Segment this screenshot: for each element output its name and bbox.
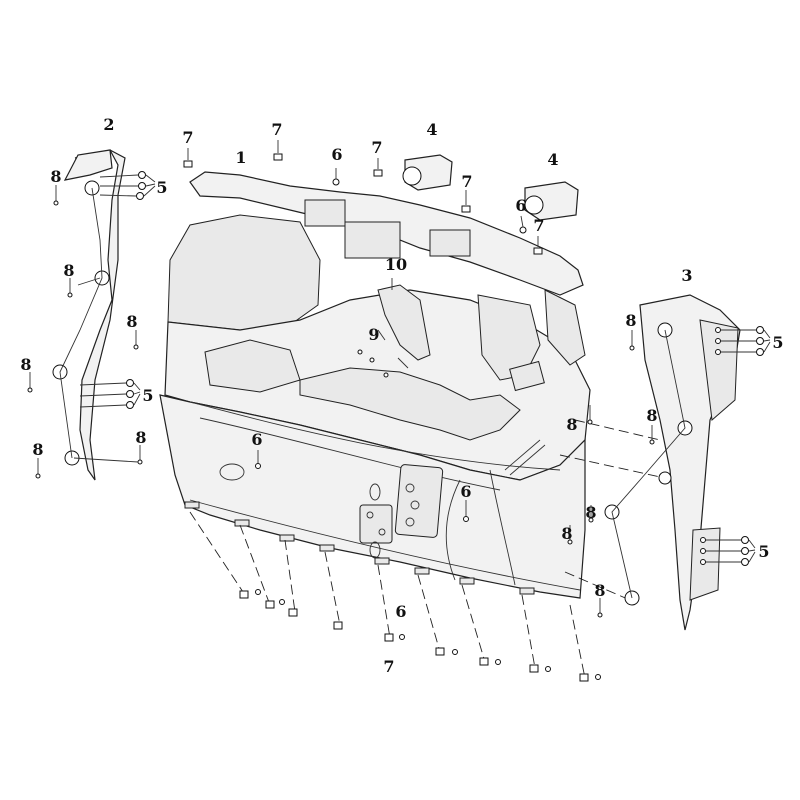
callout-2: 2 [103,115,114,134]
callout-7: 7 [182,128,193,147]
callout-8: 8 [566,415,577,434]
right-bracket [604,294,741,631]
callout-8: 8 [126,312,137,331]
callout-7: 7 [533,216,544,235]
callout-8: 8 [594,581,605,600]
callout-9: 9 [368,325,379,344]
callout-8: 8 [20,355,31,374]
center-bracket [377,278,431,369]
screws-right-lower [700,536,756,566]
vent-upper-right [524,181,579,221]
callout-8: 8 [63,261,74,280]
callout-7: 7 [271,120,282,139]
callout-1: 1 [235,148,246,167]
callout-4: 4 [426,120,437,139]
callout-5: 5 [758,542,769,561]
fastener-guide-lines [189,419,666,679]
callout-7: 7 [461,172,472,191]
loose-screws [27,185,655,618]
callout-5: 5 [772,333,783,352]
vent-upper-center [402,154,453,191]
callout-6: 6 [515,196,526,215]
screws-left-upper [99,171,156,200]
callout-5: 5 [142,386,153,405]
callout-8: 8 [50,167,61,186]
callout-3: 3 [681,266,692,285]
callout-labels: 1 2 3 4 4 5 5 5 5 6 6 6 6 6 7 7 7 7 7 7 … [20,115,783,676]
callout-8: 8 [625,311,636,330]
screws-right-upper [715,326,771,356]
callout-4: 4 [547,150,558,169]
callout-8: 8 [561,524,572,543]
main-panel [159,171,591,599]
callout-8: 8 [135,428,146,447]
left-bracket [52,149,126,481]
clips-bottom [239,589,601,682]
clips-top [183,140,543,255]
screws-left-lower [79,379,141,409]
callout-8: 8 [32,440,43,459]
callout-8: 8 [585,503,596,522]
callout-10: 10 [385,255,407,274]
callout-8: 8 [646,406,657,425]
callout-6: 6 [460,482,471,501]
callout-6: 6 [395,602,406,621]
callout-5: 5 [156,178,167,197]
callout-6: 6 [331,145,342,164]
callout-7: 7 [383,657,394,676]
callout-7: 7 [371,138,382,157]
callout-6: 6 [251,430,262,449]
